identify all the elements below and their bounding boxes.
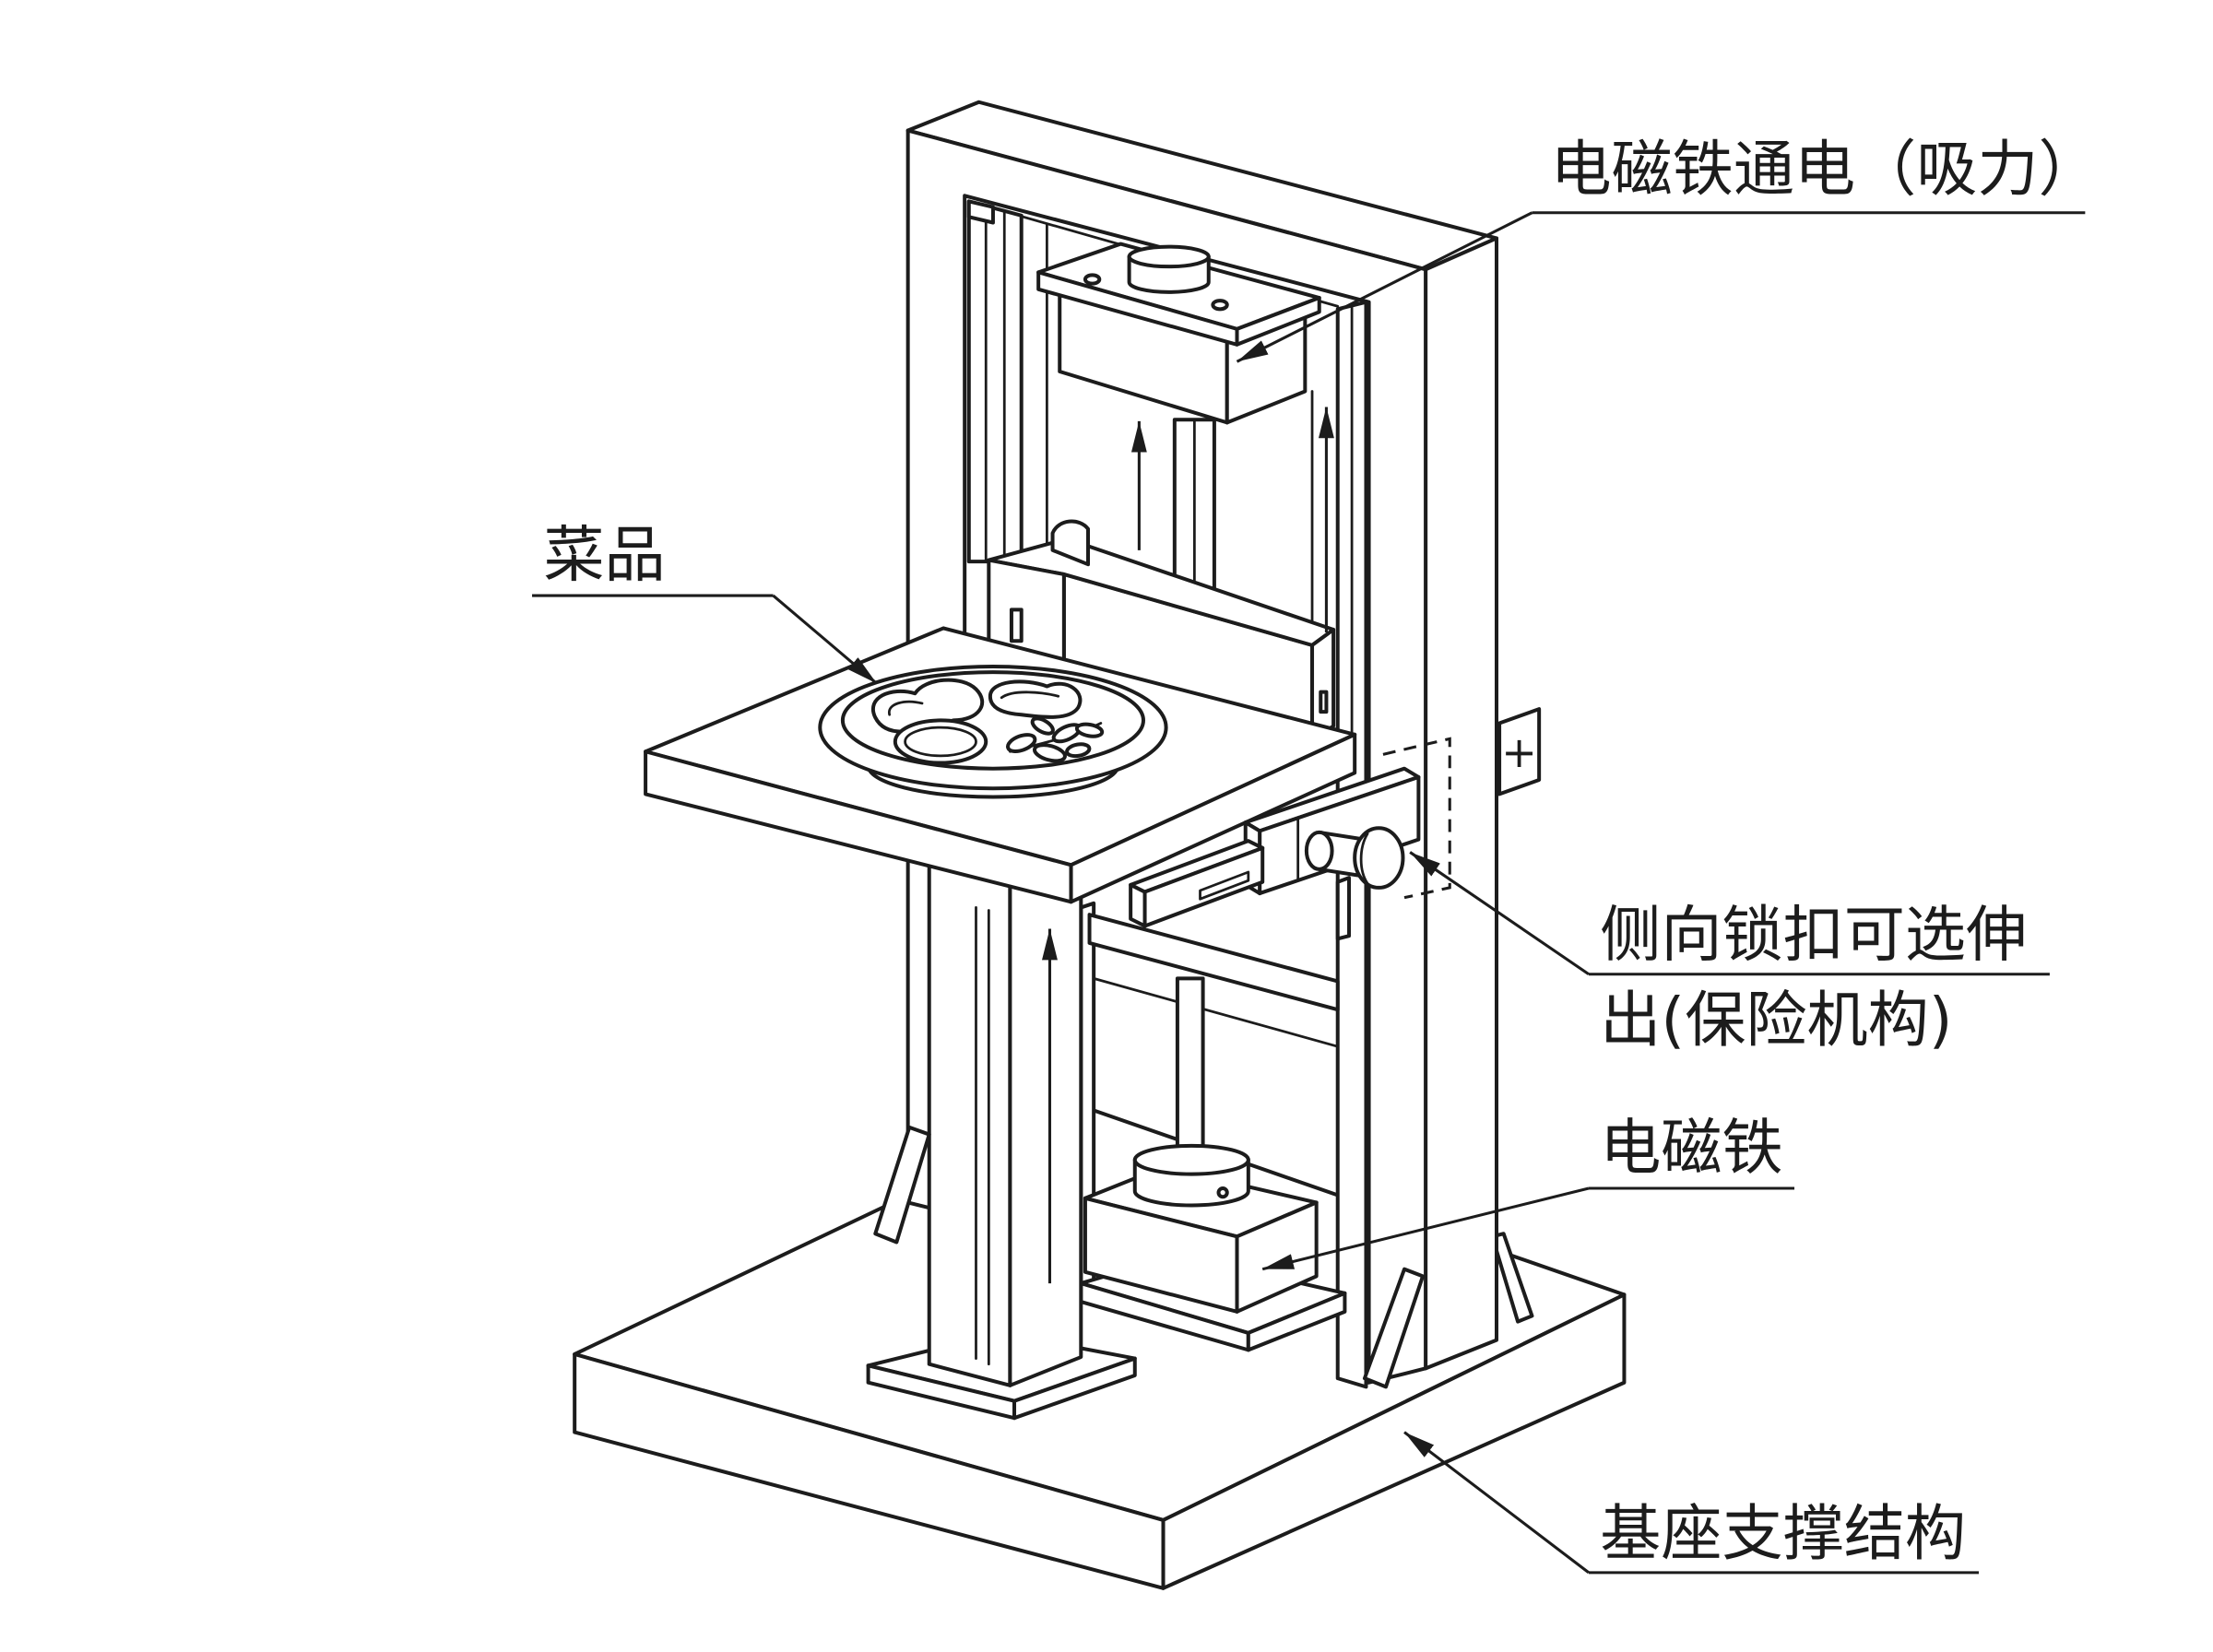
food-item [988,679,1083,719]
mount-screw-hole [1083,273,1102,286]
vegetable-leaf [1006,733,1037,753]
left-guide-rail [966,199,1024,564]
lower-magnet-armature-top [1132,1143,1250,1176]
lock-slide-bar-end [1129,882,1147,928]
lower-crossbar [1087,913,1340,1012]
support-pillar [866,848,1137,1421]
terminal-box: + [1497,707,1542,796]
vegetable-leaf [1074,722,1105,738]
lower-electromagnet [1083,1143,1319,1314]
magnet-base-plate-side [1246,1291,1347,1352]
tray-side-face [1069,732,1357,904]
food-item-contour [904,726,977,758]
carriage-slot [1009,608,1024,643]
upper-magnet-mount-plate-side [1235,296,1321,347]
frame-front-face [905,128,1428,1385]
label-side-lock-line2: 出(保险机构) [1600,985,1952,1056]
lock-bracket-stem [1335,876,1352,941]
tray-carriage [987,519,1336,742]
callout-base-support: 基座支撑结构 [1403,1431,1979,1575]
dish [818,664,1168,799]
upper-electromagnet [1036,242,1321,425]
carriage-right-slot [1319,690,1329,714]
callout-leader [1236,211,1533,363]
lock-knob-ring [1359,832,1369,885]
carriage-right-end [1310,627,1336,742]
callout-dish: 菜品 [532,520,878,685]
lock-extension-outline [1382,737,1451,900]
food-item-contour [888,700,924,716]
callout-side-lock: 侧向锁扣可选伸 出(保险机构) [1409,851,2050,1056]
pillar-foot-side [1012,1356,1137,1421]
label-dish: 菜品 [543,520,665,591]
label-base-support: 基座支撑结构 [1600,1498,1966,1569]
lower-crossbar-edge [1092,976,1340,1048]
lower-plunger-rod [1175,976,1205,1162]
left-guide-rail-cap [966,199,995,225]
lock-knob [1353,826,1405,890]
label-energized-magnet: 电磁铁通电（吸力） [1550,134,2099,205]
pillar-front-face [927,848,1012,1387]
carriage-tab [1050,519,1091,567]
pillar-side-face [1008,848,1083,1387]
label-side-lock-line1: 侧向锁扣可选伸 [1600,900,2027,971]
callout-electromagnet: 电磁铁 [1261,1112,1795,1271]
lock-pin-end [1304,830,1334,871]
rear-brace-wedge [1490,1232,1534,1324]
armature-screw-mark [1216,1186,1229,1199]
terminal-plus-symbol: + [1501,727,1537,777]
vegetable-leaf [1065,742,1092,759]
label-electromagnet: 电磁铁 [1600,1112,1782,1183]
callout-leader [772,594,878,685]
right-brace-wedge [1362,1267,1426,1389]
upper-magnet-coil-top [1127,244,1211,269]
callout-leader [1261,1186,1590,1271]
callout-leader [1409,851,1590,976]
terminal-box-body [1497,707,1542,796]
side-lock-mechanism [1129,766,1421,941]
vegetable-leaf [1033,743,1067,763]
vegetable-leaf [1030,716,1055,736]
left-brace-wedge [873,1125,931,1245]
mount-screw-hole [1211,299,1229,312]
lock-slide-bar-slot [1199,870,1250,901]
food-item-contour [1000,690,1060,700]
callout-energized-magnet: 电磁铁通电（吸力） [1236,134,2100,363]
base-side-face [1161,1292,1627,1590]
lifting-frame [905,100,1499,1389]
lower-mechanism [1079,901,1347,1352]
frame-side-face [1424,236,1499,1371]
callout-leader [1403,1431,1590,1575]
